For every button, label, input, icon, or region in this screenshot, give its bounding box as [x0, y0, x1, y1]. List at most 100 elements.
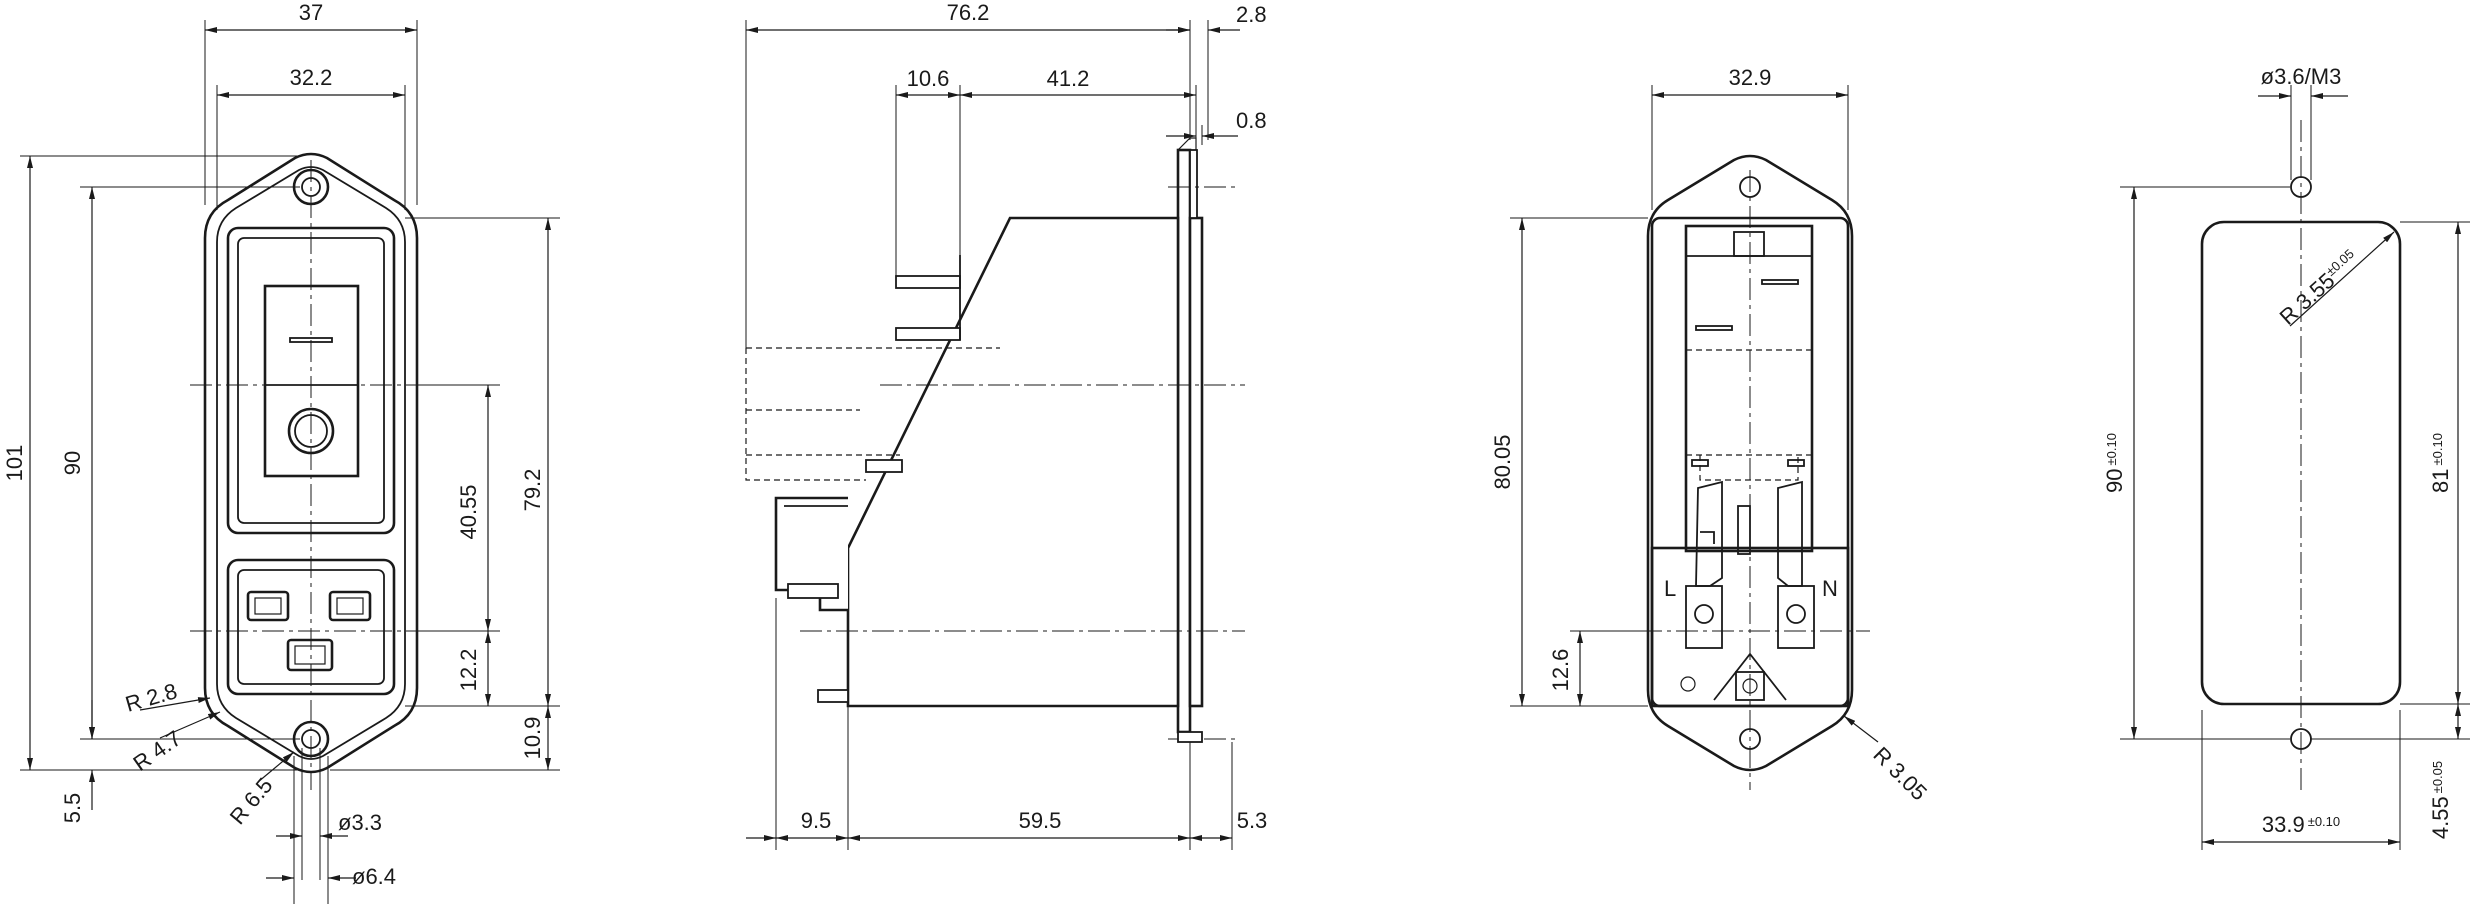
dim-label: R 4.7 [129, 725, 186, 776]
side-flange-step [1188, 216, 1204, 708]
rear-terminal-n-screw [1786, 604, 1806, 624]
socket-pin-earth-inner [294, 645, 326, 665]
side-front-plate-top [1189, 149, 1198, 219]
dim-label: 10.9 [520, 717, 545, 760]
dim-label: 79.2 [520, 469, 545, 512]
side-hidden-drawer [745, 347, 1000, 481]
dim-label: 80.05 [1490, 434, 1515, 489]
rear-drawer-latch [1733, 231, 1765, 257]
front-flange-inner [216, 166, 406, 760]
dim-label: 33.9±0.10 [2262, 812, 2340, 837]
dim-label: ø3.6/M3 [2261, 64, 2342, 89]
rear-fuse-mark-a [1695, 325, 1733, 331]
dim-rear-height: 80.05 [1490, 217, 1648, 707]
dim-cutout-gap: 4.55±0.05 [2310, 704, 2470, 839]
side-tab-bottom [787, 583, 839, 599]
dim-label: 37 [299, 0, 323, 25]
rear-label-live: L [1664, 576, 1676, 601]
dim-height-body: 79.2 [405, 217, 560, 707]
dim-label: 101 [2, 445, 27, 482]
dim-width-inner: 32.2 [216, 65, 406, 210]
dim-center-offset: 40.55 [420, 384, 500, 632]
dim-label: 0.8 [1236, 108, 1267, 133]
front-flange-outline [203, 152, 419, 774]
rear-terminal-n-block [1777, 585, 1815, 649]
dim-plate: 0.8 [1166, 108, 1267, 145]
dim-label: 9.5 [801, 808, 832, 833]
dim-bottom-lengths: 9.5 59.5 5.3 [746, 598, 1267, 850]
side-housing [846, 216, 1180, 708]
dim-cutout-height-outer: 90±0.10 [2102, 186, 2290, 740]
dim-label: 12.2 [456, 649, 481, 692]
side-tab-mid [865, 459, 903, 473]
socket-pin-left [246, 590, 290, 622]
rear-hidden [1686, 349, 1812, 481]
side-flange-foot [1177, 731, 1203, 743]
dim-label: 5.5 [60, 793, 85, 824]
dim-height-overall: 101 [2, 155, 300, 771]
dim-flange: 2.8 [1166, 2, 1267, 140]
socket-pin-right-inner [336, 597, 364, 615]
dim-height-mount: 90 [60, 186, 300, 740]
dim-label: 41.2 [1047, 66, 1090, 91]
side-tab-low [817, 689, 849, 703]
dim-label: 90±0.10 [2102, 433, 2127, 493]
dim-label: 5.3 [1237, 808, 1268, 833]
dim-rear-offset: 12.6 [1548, 630, 1640, 706]
dim-label: R 2.8 [122, 678, 179, 717]
dim-cutout-height-inner: 81±0.10 [2400, 221, 2470, 705]
dim-rear-width: 32.9 [1651, 65, 1849, 210]
rear-terminal-l-block [1685, 585, 1723, 649]
dim-label: 2.8 [1236, 2, 1267, 27]
dim-label: 90 [60, 451, 85, 475]
rear-earth-terminal [1735, 671, 1765, 701]
dim-label: 12.6 [1548, 649, 1573, 692]
dim-label: ø3.3 [338, 810, 382, 835]
rear-terminal-l-leg [1695, 480, 1723, 587]
rear-flange-outline [1646, 154, 1854, 772]
socket-pin-left-inner [254, 597, 282, 615]
side-tab-top-a [895, 275, 961, 289]
rear-terminal-n-leg [1777, 480, 1803, 587]
dim-bottom-offset: 10.9 [330, 706, 560, 771]
dim-label: 4.55±0.05 [2428, 761, 2453, 839]
dim-label: 10.6 [907, 66, 950, 91]
side-view: 76.2 2.8 10.6 41.2 0.8 [745, 0, 1267, 850]
dim-label: 76.2 [947, 0, 990, 25]
cutout-view: ø3.6/M3 R 3.55±0.05 90±0.10 81±0.10 4.55… [2102, 64, 2470, 850]
dim-tabs: 10.6 41.2 [895, 66, 1197, 280]
dim-bottom-gap: 5.5 [60, 700, 95, 824]
dim-length-overall: 76.2 [745, 0, 1191, 350]
socket-pin-earth [286, 638, 334, 672]
rear-fuse-clip-b [1787, 459, 1805, 467]
side-tab-top-b [895, 327, 961, 341]
dim-cutout-hole: ø3.6/M3 [2258, 64, 2348, 180]
rear-bracket [1700, 531, 1715, 544]
dim-cutout-width: 33.9±0.10 [2201, 710, 2401, 850]
dim-cutout-radius: R 3.55±0.05 [2275, 231, 2395, 330]
dim-width-overall: 37 [204, 0, 418, 205]
rear-view: L N 32.9 80.05 12.6 [1490, 65, 1932, 805]
dim-label: ø6.4 [352, 864, 396, 889]
dim-radii: R 2.8 R 4.7 R 6.5 [122, 678, 295, 829]
dim-rear-radius: R 3.05 [1843, 715, 1932, 806]
earth-symbol-icon [1680, 676, 1696, 692]
dim-label: 32.2 [290, 65, 333, 90]
dim-socket-offset: 12.2 [420, 631, 500, 707]
side-plate-lip [1177, 137, 1197, 151]
dim-label: R 3.05 [1868, 742, 1932, 806]
side-flange [1176, 148, 1192, 734]
dim-holes: ø3.3 ø6.4 [266, 748, 396, 904]
rear-fuse-mark-b [1761, 279, 1799, 285]
dim-label: 81±0.10 [2428, 433, 2453, 493]
rear-label-neutral: N [1822, 576, 1838, 601]
front-view: 37 32.2 101 90 5.5 [2, 0, 560, 904]
dim-label: 32.9 [1729, 65, 1772, 90]
rear-fuse-drawer [1684, 224, 1814, 553]
rear-terminal-l-screw [1694, 604, 1714, 624]
socket-pin-right [328, 590, 372, 622]
dim-label: 59.5 [1019, 808, 1062, 833]
dim-label: R 6.5 [225, 773, 278, 829]
dim-label: R 3.55±0.05 [2275, 246, 2364, 330]
